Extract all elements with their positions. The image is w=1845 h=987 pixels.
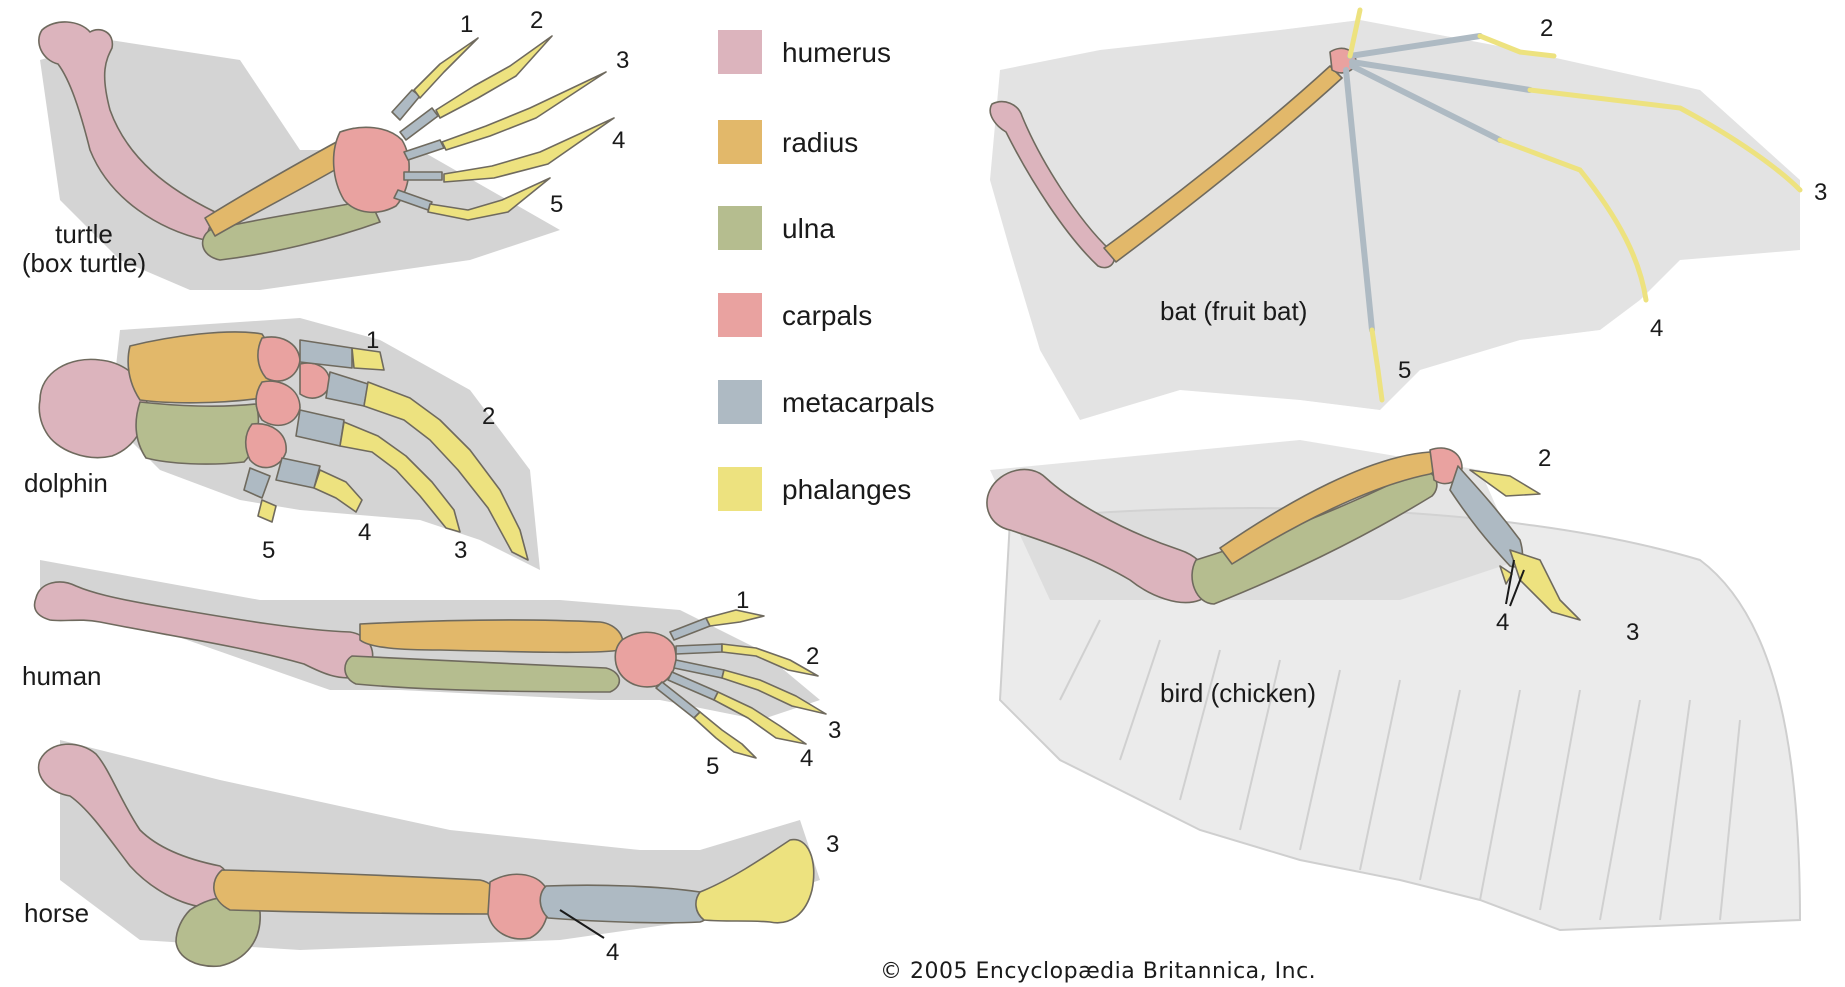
dolphin-name: dolphin [24, 468, 108, 498]
legend-item-carpals: carpals [718, 293, 872, 337]
turtle-species: (box turtle) [22, 248, 146, 278]
metacarpals-label: metacarpals [782, 387, 935, 418]
horse-digit-4: 4 [606, 939, 619, 966]
radius-swatch [718, 120, 762, 164]
legend-item-phalanges: phalanges [718, 467, 911, 511]
dolphin-digit-1: 1 [366, 327, 379, 354]
turtle-digit-5: 5 [550, 191, 563, 218]
human-carpals [615, 632, 676, 687]
humerus-label: humerus [782, 37, 891, 68]
ulna-label: ulna [782, 213, 835, 244]
copyright-credit: © 2005 Encyclopædia Britannica, Inc. [880, 959, 1316, 984]
horse-metacarpal [540, 885, 711, 923]
bird-digit-2: 2 [1538, 445, 1551, 472]
legend: humerus radius ulna carpals metacarpals … [718, 30, 935, 511]
bird-digit-4: 4 [1496, 609, 1509, 636]
turtle-digit-1: 1 [460, 11, 473, 38]
bird-limb [987, 440, 1800, 930]
bat-membrane [990, 20, 1800, 420]
dolphin-digit-4: 4 [358, 519, 371, 546]
phalanges-label: phalanges [782, 474, 911, 505]
human-digit-3: 3 [828, 717, 841, 744]
horse-carpals [488, 874, 548, 939]
human-name: human [22, 661, 102, 691]
radius-label: radius [782, 127, 858, 158]
bat-digit-3: 3 [1814, 179, 1827, 206]
bat-limb [990, 10, 1800, 420]
human-digit-5: 5 [706, 753, 719, 780]
bird-digit-3: 3 [1626, 619, 1639, 646]
horse-name: horse [24, 898, 89, 928]
turtle-digit-3: 3 [616, 47, 629, 74]
horse-digit-3: 3 [826, 831, 839, 858]
turtle-name: turtle [55, 219, 113, 249]
horse-limb [39, 740, 820, 966]
legend-item-ulna: ulna [718, 206, 835, 250]
legend-item-radius: radius [718, 120, 858, 164]
dolphin-digit-5: 5 [262, 537, 275, 564]
legend-item-humerus: humerus [718, 30, 891, 74]
phalanges-swatch [718, 467, 762, 511]
human-digit-4: 4 [800, 745, 813, 772]
human-radius [360, 620, 623, 652]
bird-name: bird (chicken) [1160, 678, 1316, 708]
dolphin-ulna [136, 402, 258, 464]
bat-digit-2: 2 [1540, 15, 1553, 42]
human-digit-2: 2 [806, 643, 819, 670]
bat-name: bat (fruit bat) [1160, 296, 1307, 326]
dolphin-digit-2: 2 [482, 403, 495, 430]
turtle-digit-2: 2 [530, 7, 543, 34]
dolphin-digit-3: 3 [454, 537, 467, 564]
metacarpals-swatch [718, 380, 762, 424]
legend-item-metacarpals: metacarpals [718, 380, 935, 424]
humerus-swatch [718, 30, 762, 74]
bat-digit-5: 5 [1398, 357, 1411, 384]
human-digit-1: 1 [736, 587, 749, 614]
ulna-swatch [718, 206, 762, 250]
turtle-digit-4: 4 [612, 127, 625, 154]
dolphin-limb [39, 318, 540, 570]
human-limb [35, 560, 826, 758]
bat-digit-4: 4 [1650, 315, 1663, 342]
carpals-label: carpals [782, 300, 872, 331]
carpals-swatch [718, 293, 762, 337]
dolphin-radius [128, 332, 272, 403]
